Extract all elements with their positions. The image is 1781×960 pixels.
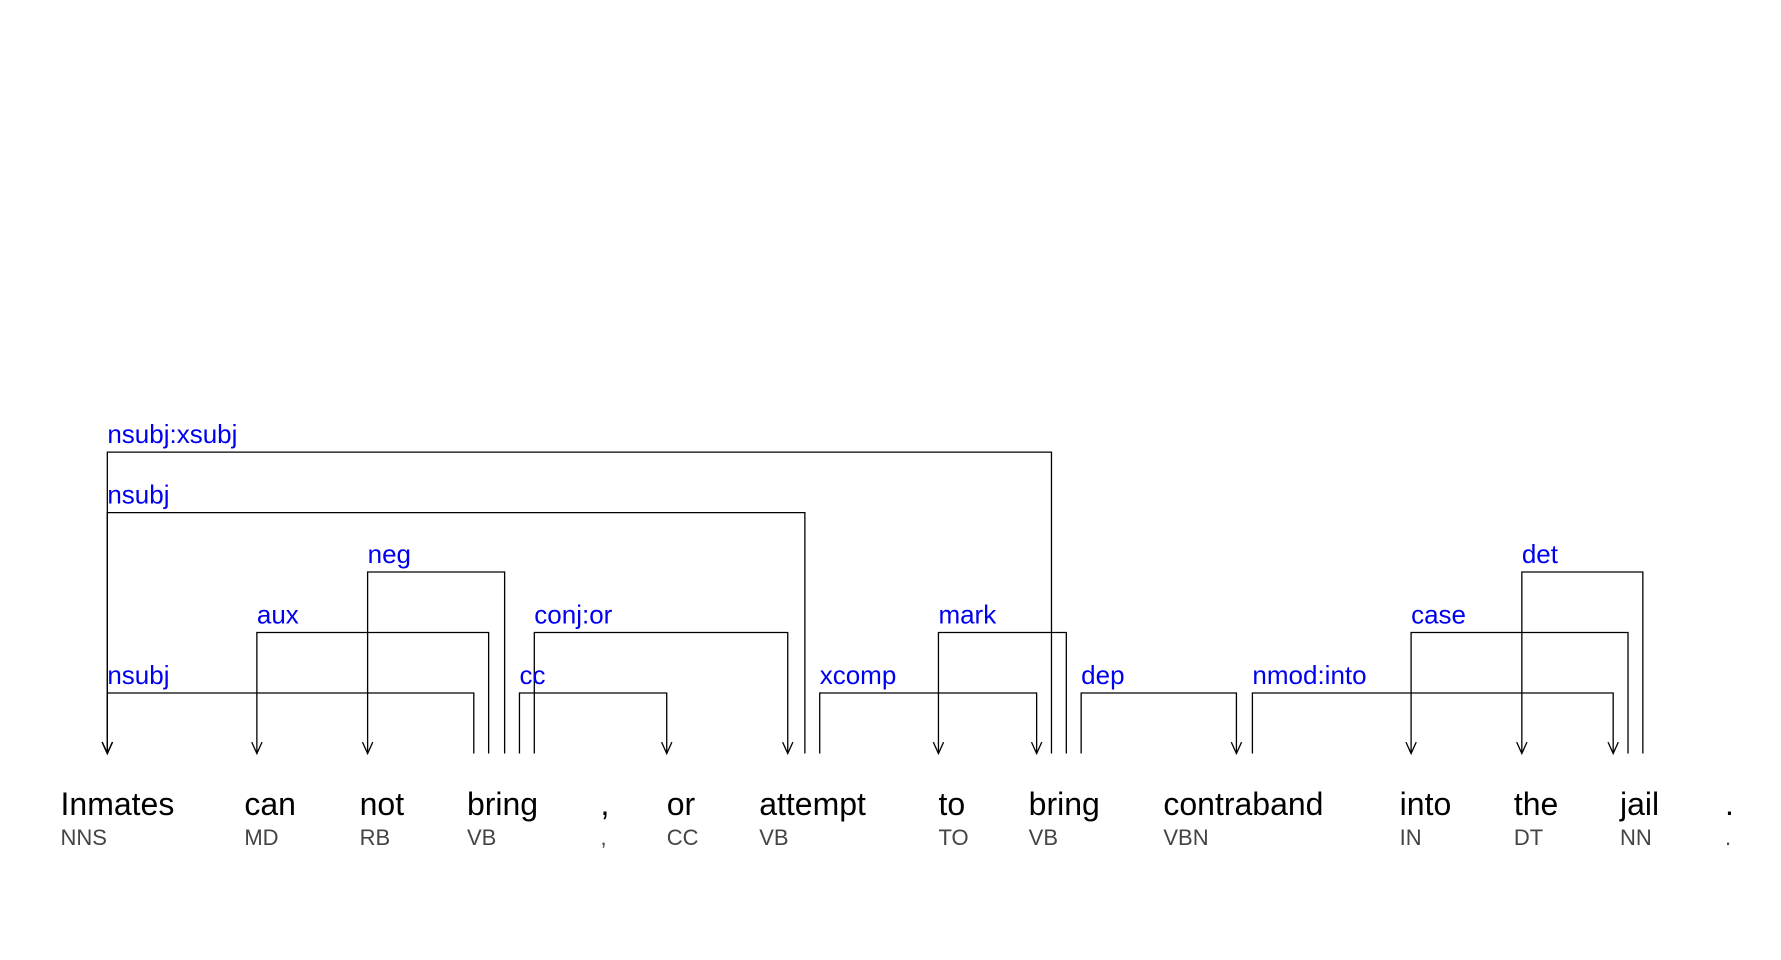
token-word: can [244, 786, 296, 822]
dependency-label: det [1522, 539, 1559, 569]
token-word: or [667, 786, 696, 822]
token-pos-tag: TO [938, 825, 968, 850]
dependency-label: nsubj [107, 479, 169, 509]
token-word: . [1725, 786, 1734, 822]
token-pos-tag: CC [667, 825, 699, 850]
dependency-arc-xcomp [819, 692, 1038, 754]
dependency-arc-conj-or [533, 631, 789, 754]
dependency-arc-det [1521, 571, 1644, 754]
dependency-label: nsubj:xsubj [107, 419, 237, 449]
token-pos-tag: RB [360, 825, 391, 850]
token-pos-tag: VBN [1163, 825, 1208, 850]
arrowhead-icon [932, 741, 945, 756]
dependency-label: nsubj [107, 660, 169, 690]
dependency-label: xcomp [820, 660, 897, 690]
dependency-label: mark [938, 599, 997, 629]
dependency-arcs [101, 451, 1644, 756]
arrowhead-icon [1030, 741, 1043, 756]
dependency-arc-nsubj-xsubj [106, 451, 1053, 754]
token-pos-tag: MD [244, 825, 278, 850]
dependency-arc-dep [1080, 692, 1238, 754]
token-word: to [938, 786, 965, 822]
token-word: bring [467, 786, 538, 822]
dependency-label: neg [368, 539, 411, 569]
arrowhead-icon [1607, 741, 1619, 756]
token-word: attempt [759, 786, 866, 822]
arrowhead-icon [1230, 741, 1243, 756]
arrowhead-icon [1516, 741, 1528, 756]
arrowhead-icon [1405, 741, 1417, 756]
dependency-arc-neg [366, 571, 506, 754]
token-pos-tag: IN [1400, 825, 1422, 850]
dependency-arc-nmod-into [1251, 692, 1614, 754]
token-word: into [1400, 786, 1452, 822]
token-pos-tag: . [1725, 825, 1731, 850]
token-pos-tag: VB [467, 825, 496, 850]
dependency-labels: nsubj aux neg cc conj:or nsubj xcomp mark nsubj:… [107, 419, 1558, 690]
token-word: , [601, 786, 610, 822]
dependency-label: aux [257, 599, 299, 629]
arrowhead-icon [782, 741, 794, 756]
token-pos-tag: , [601, 825, 607, 850]
token-word: not [360, 786, 405, 822]
token-pos-tag: DT [1514, 825, 1543, 850]
arrowhead-icon [251, 741, 263, 756]
token-pos-tag: VB [759, 825, 788, 850]
dependency-label: cc [519, 660, 545, 690]
token-word: contraband [1163, 786, 1323, 822]
token-pos-tag: VB [1029, 825, 1058, 850]
dependency-label: case [1411, 599, 1466, 629]
token-pos-tag: NN [1620, 825, 1652, 850]
dependency-arc-nsubj [106, 692, 475, 754]
dependency-arc-aux [256, 631, 490, 754]
dependency-arc-cc [518, 692, 668, 754]
dependency-label: nmod:into [1252, 660, 1366, 690]
dependency-arc-mark [937, 631, 1067, 754]
token-word: the [1514, 786, 1558, 822]
arrowhead-icon [101, 741, 114, 756]
dependency-label: conj:or [534, 599, 612, 629]
token-word: jail [1619, 786, 1659, 822]
arrowhead-icon [361, 741, 374, 756]
token-word: Inmates [61, 786, 175, 822]
dependency-label: dep [1081, 660, 1124, 690]
arrowhead-icon [661, 741, 673, 756]
token-pos-tag: NNS [61, 825, 107, 850]
token-word: bring [1029, 786, 1100, 822]
dependency-arc-case [1410, 631, 1629, 754]
